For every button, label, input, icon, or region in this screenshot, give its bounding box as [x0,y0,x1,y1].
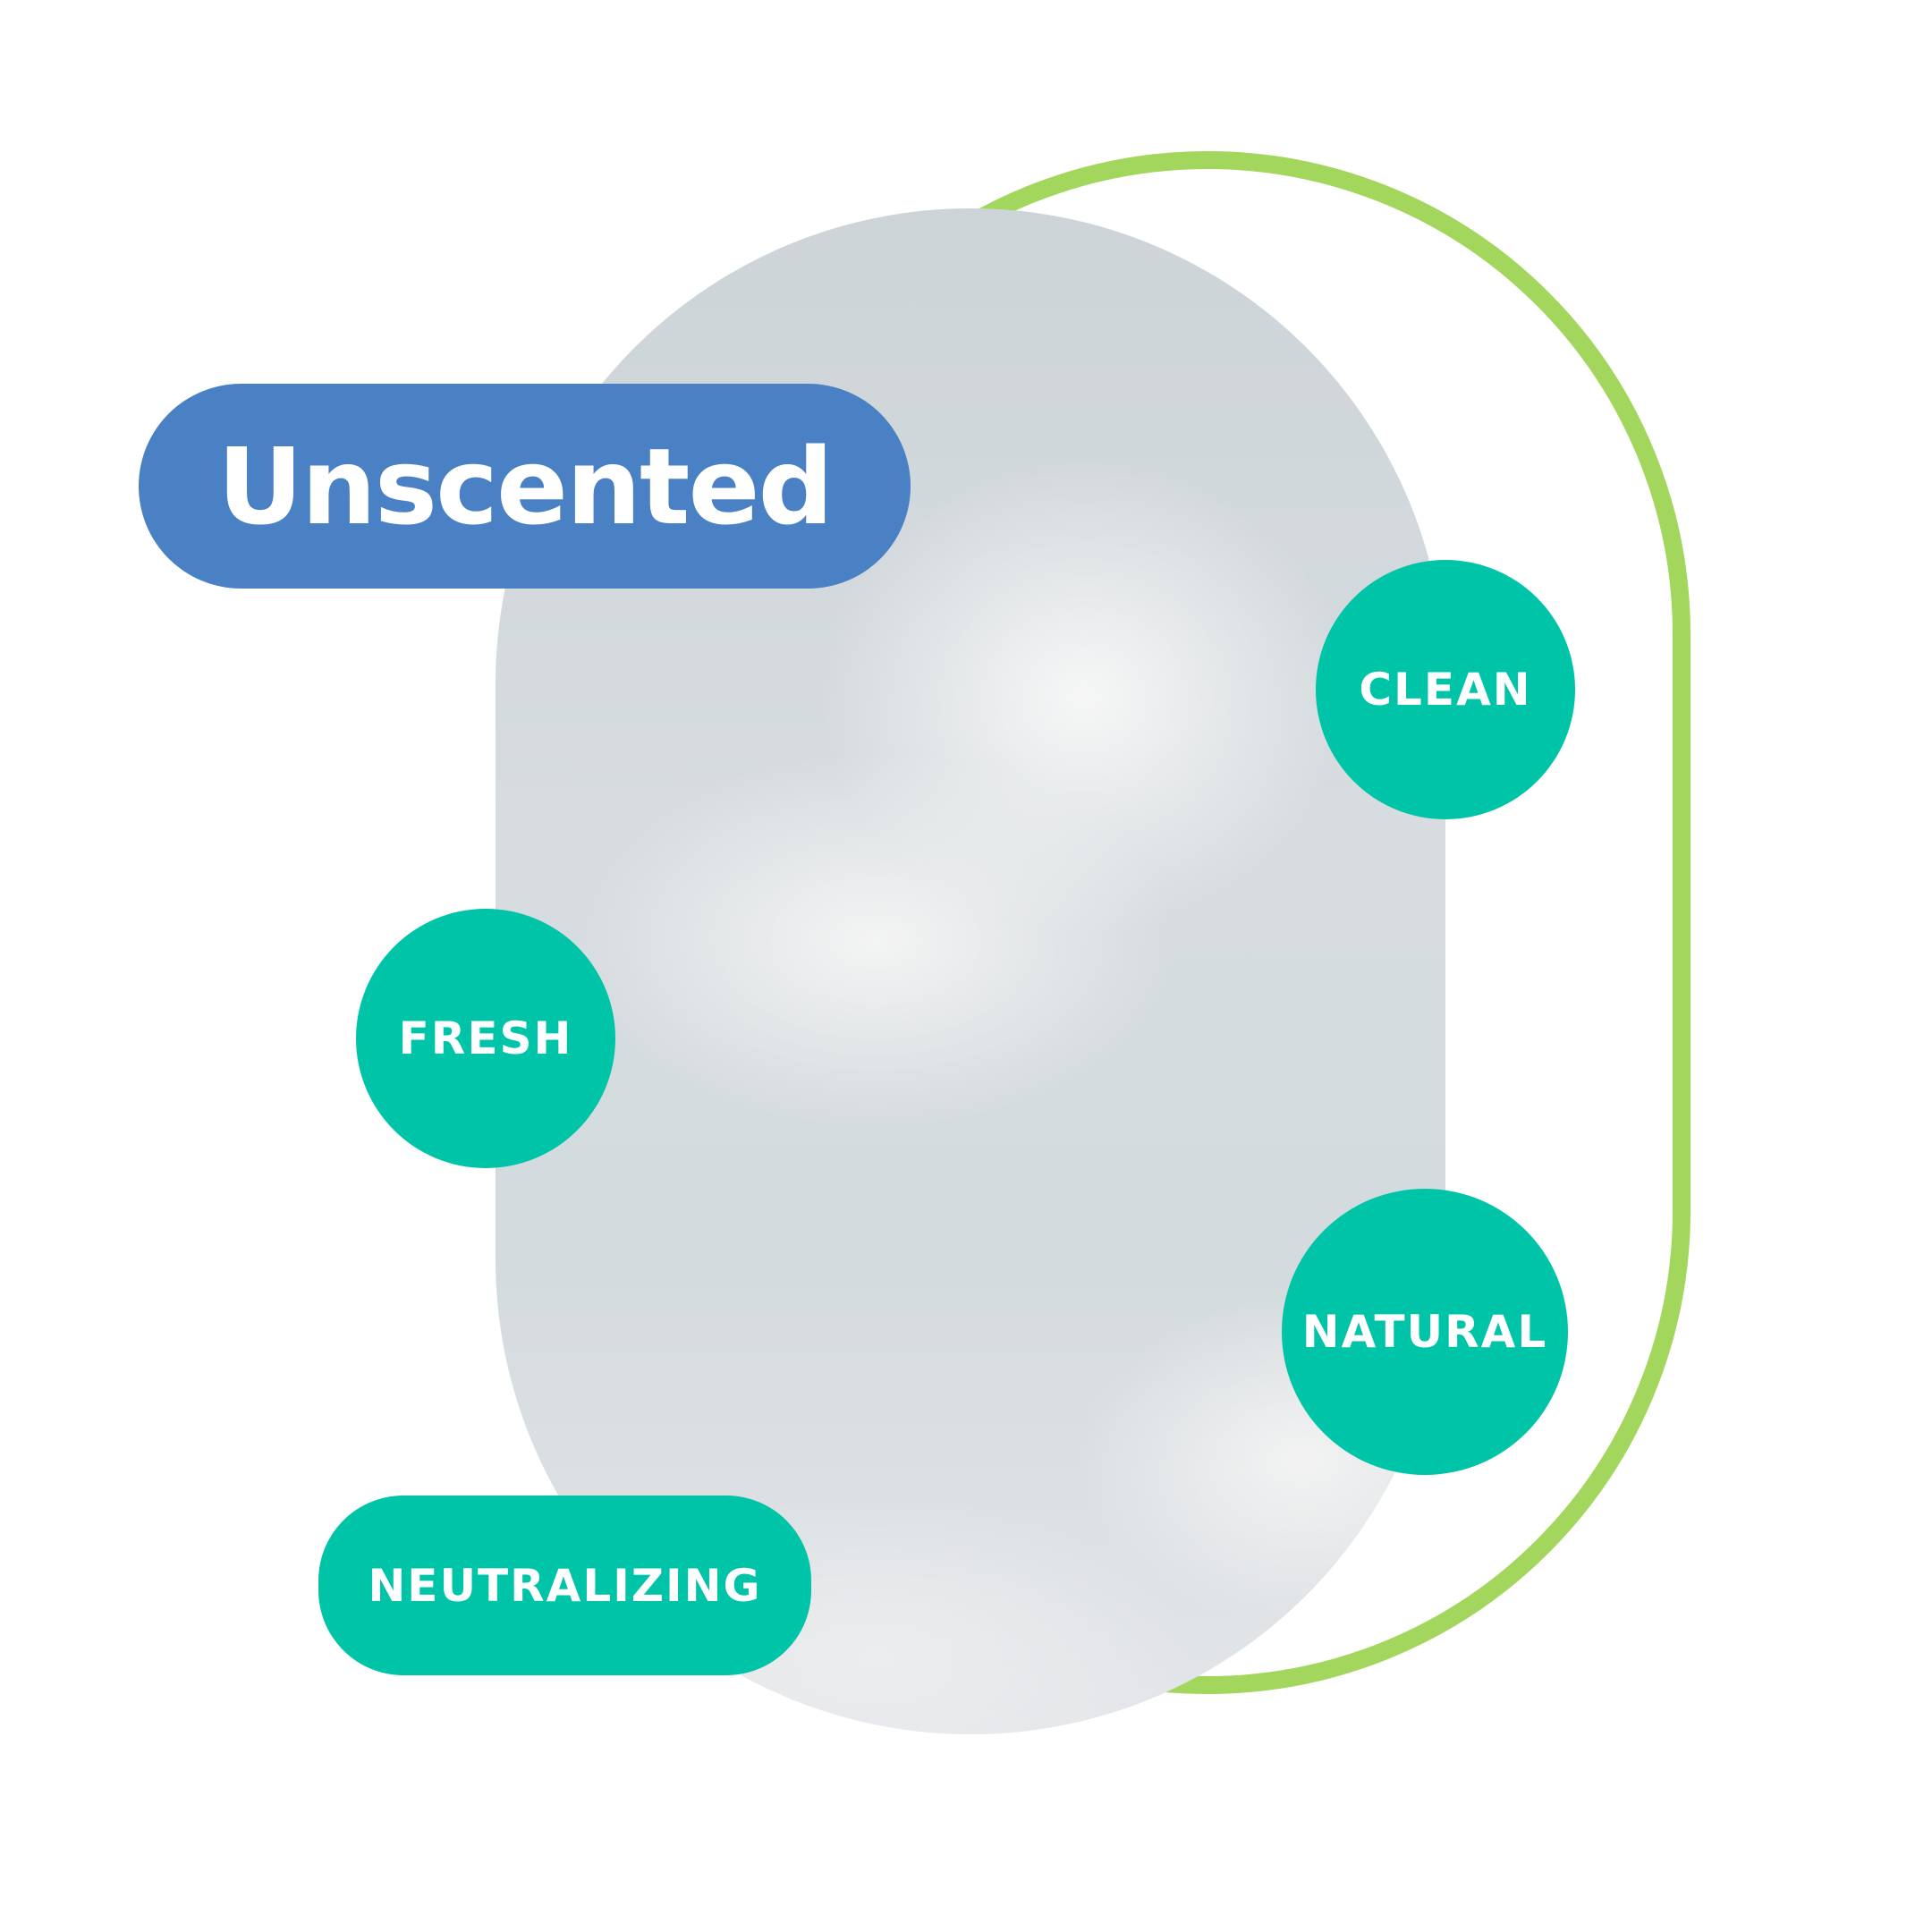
badge-neutralizing: NEUTRALIZING [318,1496,811,1675]
badge-label: NATURAL [1301,1306,1548,1358]
badge-natural: NATURAL [1282,1189,1568,1475]
badge-label: FRESH [398,1013,573,1064]
badge-fresh: FRESH [356,909,615,1168]
title-pill: Unscented [139,384,911,589]
badge-clean: CLEAN [1316,560,1575,819]
title-text: Unscented [217,424,834,548]
badge-label: CLEAN [1359,664,1532,716]
badge-label: NEUTRALIZING [368,1559,762,1612]
